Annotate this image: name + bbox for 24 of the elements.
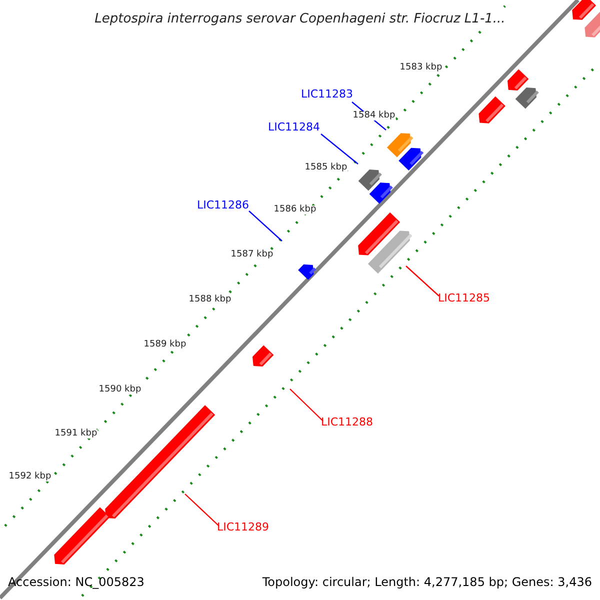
gene-label: LIC11286 bbox=[196, 200, 250, 210]
leader-line bbox=[290, 388, 324, 422]
gene-label: LIC11289 bbox=[216, 522, 270, 532]
title: Leptospira interrogans serovar Copenhageni str. Fiocruz L1-1... bbox=[94, 12, 506, 26]
tick-label: 1584 kbp bbox=[352, 112, 396, 120]
leader-line bbox=[406, 266, 440, 296]
tick-label: 1590 kbp bbox=[98, 386, 142, 394]
gene-label: LIC11284 bbox=[268, 122, 320, 132]
leader-line bbox=[248, 210, 282, 242]
tick-label: 1591 kbp bbox=[54, 430, 98, 438]
leader-line bbox=[184, 494, 220, 526]
gene-label: LIC11285 bbox=[438, 292, 490, 304]
tick-label: 1585 kbp bbox=[304, 164, 348, 172]
gene-label: LIC11288 bbox=[320, 416, 374, 428]
leader-line bbox=[320, 134, 358, 164]
tick-label: 1592 kbp bbox=[8, 472, 52, 482]
tick-label: 1589 kbp bbox=[142, 340, 188, 350]
tick-label: 1587 kbp bbox=[230, 250, 274, 260]
gene-label: LIC11283 bbox=[300, 88, 354, 100]
accession-text: Accession: NC_005823 bbox=[8, 576, 144, 588]
tick-label: 1583 kbp bbox=[398, 64, 444, 72]
tick-label: 1586 kbp bbox=[272, 206, 318, 214]
summary-text: Topology: circular; Length: 4,277,185 bp; Genes: 3,436 bbox=[262, 576, 592, 588]
tick-label: 1588 kbp bbox=[188, 296, 232, 304]
